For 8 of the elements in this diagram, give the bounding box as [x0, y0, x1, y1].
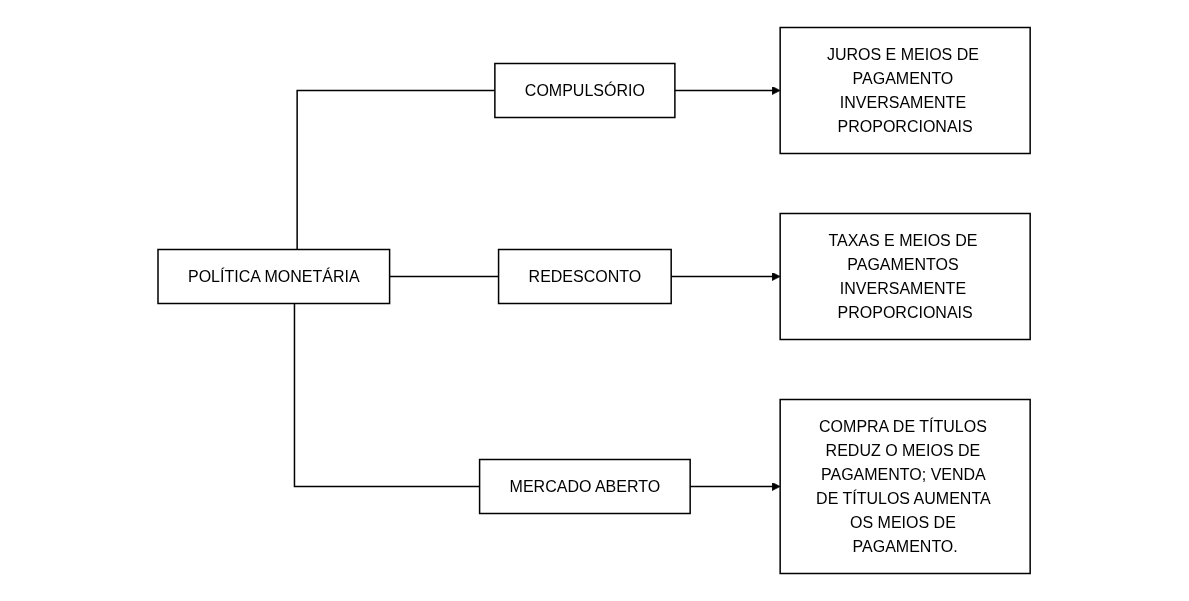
- node-box: REDESCONTO: [498, 248, 673, 305]
- node-box: COMPULSÓRIO: [494, 62, 677, 119]
- node-box: POLÍTICA MONETÁRIA: [157, 248, 391, 305]
- node-box: TAXAS E MEIOS DE PAGAMENTOS INVERSAMENTE PROPORCIONAIS: [779, 212, 1032, 341]
- node-box: JUROS E MEIOS DE PAGAMENTO INVERSAMENTE PROPORCIONAIS: [779, 26, 1032, 155]
- connector: [294, 302, 481, 488]
- node-box: COMPRA DE TÍTULOS REDUZ O MEIOS DE PAGAMENTO; VENDA DE TÍTULOS AUMENTA OS MEIOS DE PAGAMENTO.: [779, 398, 1032, 575]
- node-box: MERCADO ABERTO: [479, 458, 692, 515]
